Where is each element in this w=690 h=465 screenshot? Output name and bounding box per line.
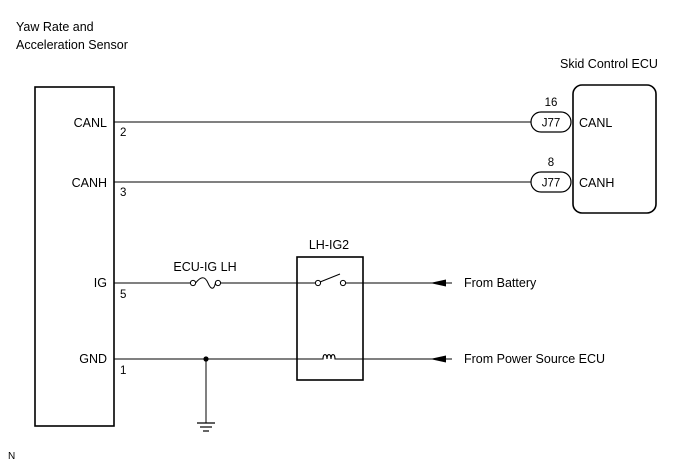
fuse-label: ECU-IG LH bbox=[173, 260, 236, 274]
yaw-rate-sensor-box bbox=[34, 86, 115, 427]
sensor-pin-gnd-number: 1 bbox=[120, 365, 126, 377]
connector-j77-canl bbox=[530, 111, 572, 133]
switch-blade-icon bbox=[319, 273, 341, 283]
relay-label: LH-IG2 bbox=[309, 238, 349, 252]
sensor-pin-canl-label: CANL bbox=[74, 116, 107, 130]
relay-coil-icon bbox=[321, 353, 337, 363]
connector-j77-canh bbox=[530, 171, 572, 193]
ecu-pin-canl-number: 16 bbox=[545, 97, 558, 109]
ecu-title: Skid Control ECU bbox=[560, 57, 658, 71]
sensor-title-line1: Yaw Rate and bbox=[16, 20, 94, 34]
ground-icon bbox=[197, 422, 215, 432]
from-battery-label: From Battery bbox=[464, 276, 537, 290]
connector-j77-canl-label: J77 bbox=[542, 118, 561, 130]
ecu-pin-canl-label: CANL bbox=[579, 116, 612, 130]
arrow-left-icon bbox=[430, 279, 446, 287]
from-power-source-ecu-label: From Power Source ECU bbox=[464, 352, 605, 366]
switch-contact-right-icon bbox=[339, 279, 347, 287]
sensor-pin-canh-label: CANH bbox=[72, 176, 107, 190]
fuse-icon bbox=[189, 277, 222, 289]
corner-mark: N bbox=[8, 451, 15, 462]
sensor-pin-ig-label: IG bbox=[94, 276, 107, 290]
skid-control-ecu-box bbox=[572, 84, 657, 214]
sensor-pin-canh-number: 3 bbox=[120, 187, 126, 199]
switch-contact-left-icon bbox=[314, 279, 322, 287]
ecu-pin-canh-number: 8 bbox=[548, 157, 554, 169]
sensor-pin-gnd-label: GND bbox=[79, 352, 107, 366]
sensor-pin-canl-number: 2 bbox=[120, 127, 126, 139]
sensor-title-line2: Acceleration Sensor bbox=[16, 38, 128, 52]
connector-j77-canh-label: J77 bbox=[542, 178, 561, 190]
arrow-left-icon-2 bbox=[430, 355, 446, 363]
ecu-pin-canh-label: CANH bbox=[579, 176, 614, 190]
sensor-pin-ig-number: 5 bbox=[120, 289, 126, 301]
